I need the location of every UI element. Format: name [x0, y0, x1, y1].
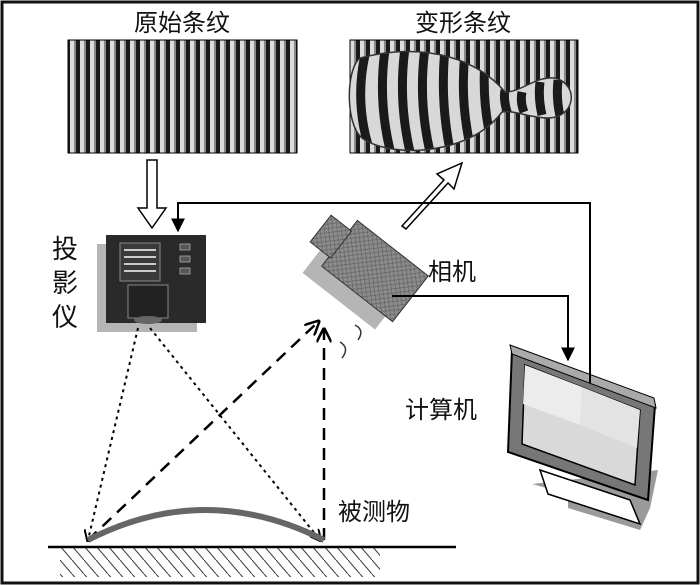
deformed-fringe-label: 变形条纹: [415, 9, 511, 37]
down-arrow-icon: [136, 159, 168, 230]
deformed-fringe-image: [348, 39, 579, 154]
projector-label: 投 影 仪: [52, 235, 78, 333]
computer-to-projector-line: [171, 202, 591, 383]
computer-label: 计算机: [405, 396, 477, 424]
up-arrow-icon: [400, 161, 464, 231]
object-label: 被测物: [338, 498, 410, 526]
measured-object-curve: [86, 507, 326, 543]
ground-hatch: [60, 547, 380, 577]
camera-label: 相机: [428, 258, 476, 286]
monitor-icon: [506, 344, 658, 530]
camera-icon: [302, 214, 429, 359]
projection-ray-left: [88, 327, 139, 540]
original-fringe-label: 原始条纹: [134, 9, 230, 37]
original-fringe-image: [67, 39, 298, 154]
svg-text:影: 影: [52, 269, 78, 299]
svg-text:仪: 仪: [52, 303, 78, 333]
projector-icon: [97, 235, 206, 332]
camera-ray-left: [87, 322, 318, 541]
camera-to-computer-line: [392, 295, 575, 362]
svg-text:投: 投: [52, 235, 78, 265]
projection-ray-right: [149, 327, 320, 540]
